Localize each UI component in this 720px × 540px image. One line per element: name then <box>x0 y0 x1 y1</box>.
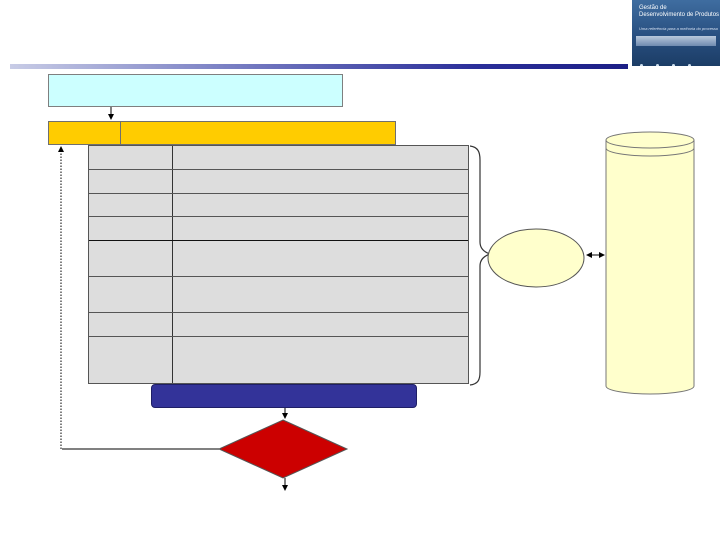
table-bracket <box>469 145 492 386</box>
table-row-divider <box>89 216 468 217</box>
table-column-divider <box>172 146 173 383</box>
output-bar <box>151 384 417 408</box>
table-row-divider <box>89 240 468 241</box>
process-ellipse <box>487 228 585 288</box>
logo-dots <box>640 54 714 66</box>
table-row-divider <box>89 312 468 313</box>
process-table <box>88 145 469 384</box>
header-label-cell <box>48 121 121 145</box>
database-cylinder <box>605 131 695 395</box>
logo: Gestão de Desenvolvimento de Produtos Um… <box>632 0 720 66</box>
header-title-cell <box>120 121 396 145</box>
table-row-divider <box>89 336 468 337</box>
table-row-divider <box>89 193 468 194</box>
input-box <box>48 74 343 107</box>
logo-title: Gestão de Desenvolvimento de Produtos <box>639 5 720 18</box>
logo-subtitle: Uma referência para a melhoria do proces… <box>639 26 719 31</box>
decision-diamond <box>217 419 349 479</box>
header-rule <box>10 64 628 69</box>
logo-image-bar <box>636 36 716 46</box>
table-row-divider <box>89 169 468 170</box>
table-row-divider <box>89 276 468 277</box>
